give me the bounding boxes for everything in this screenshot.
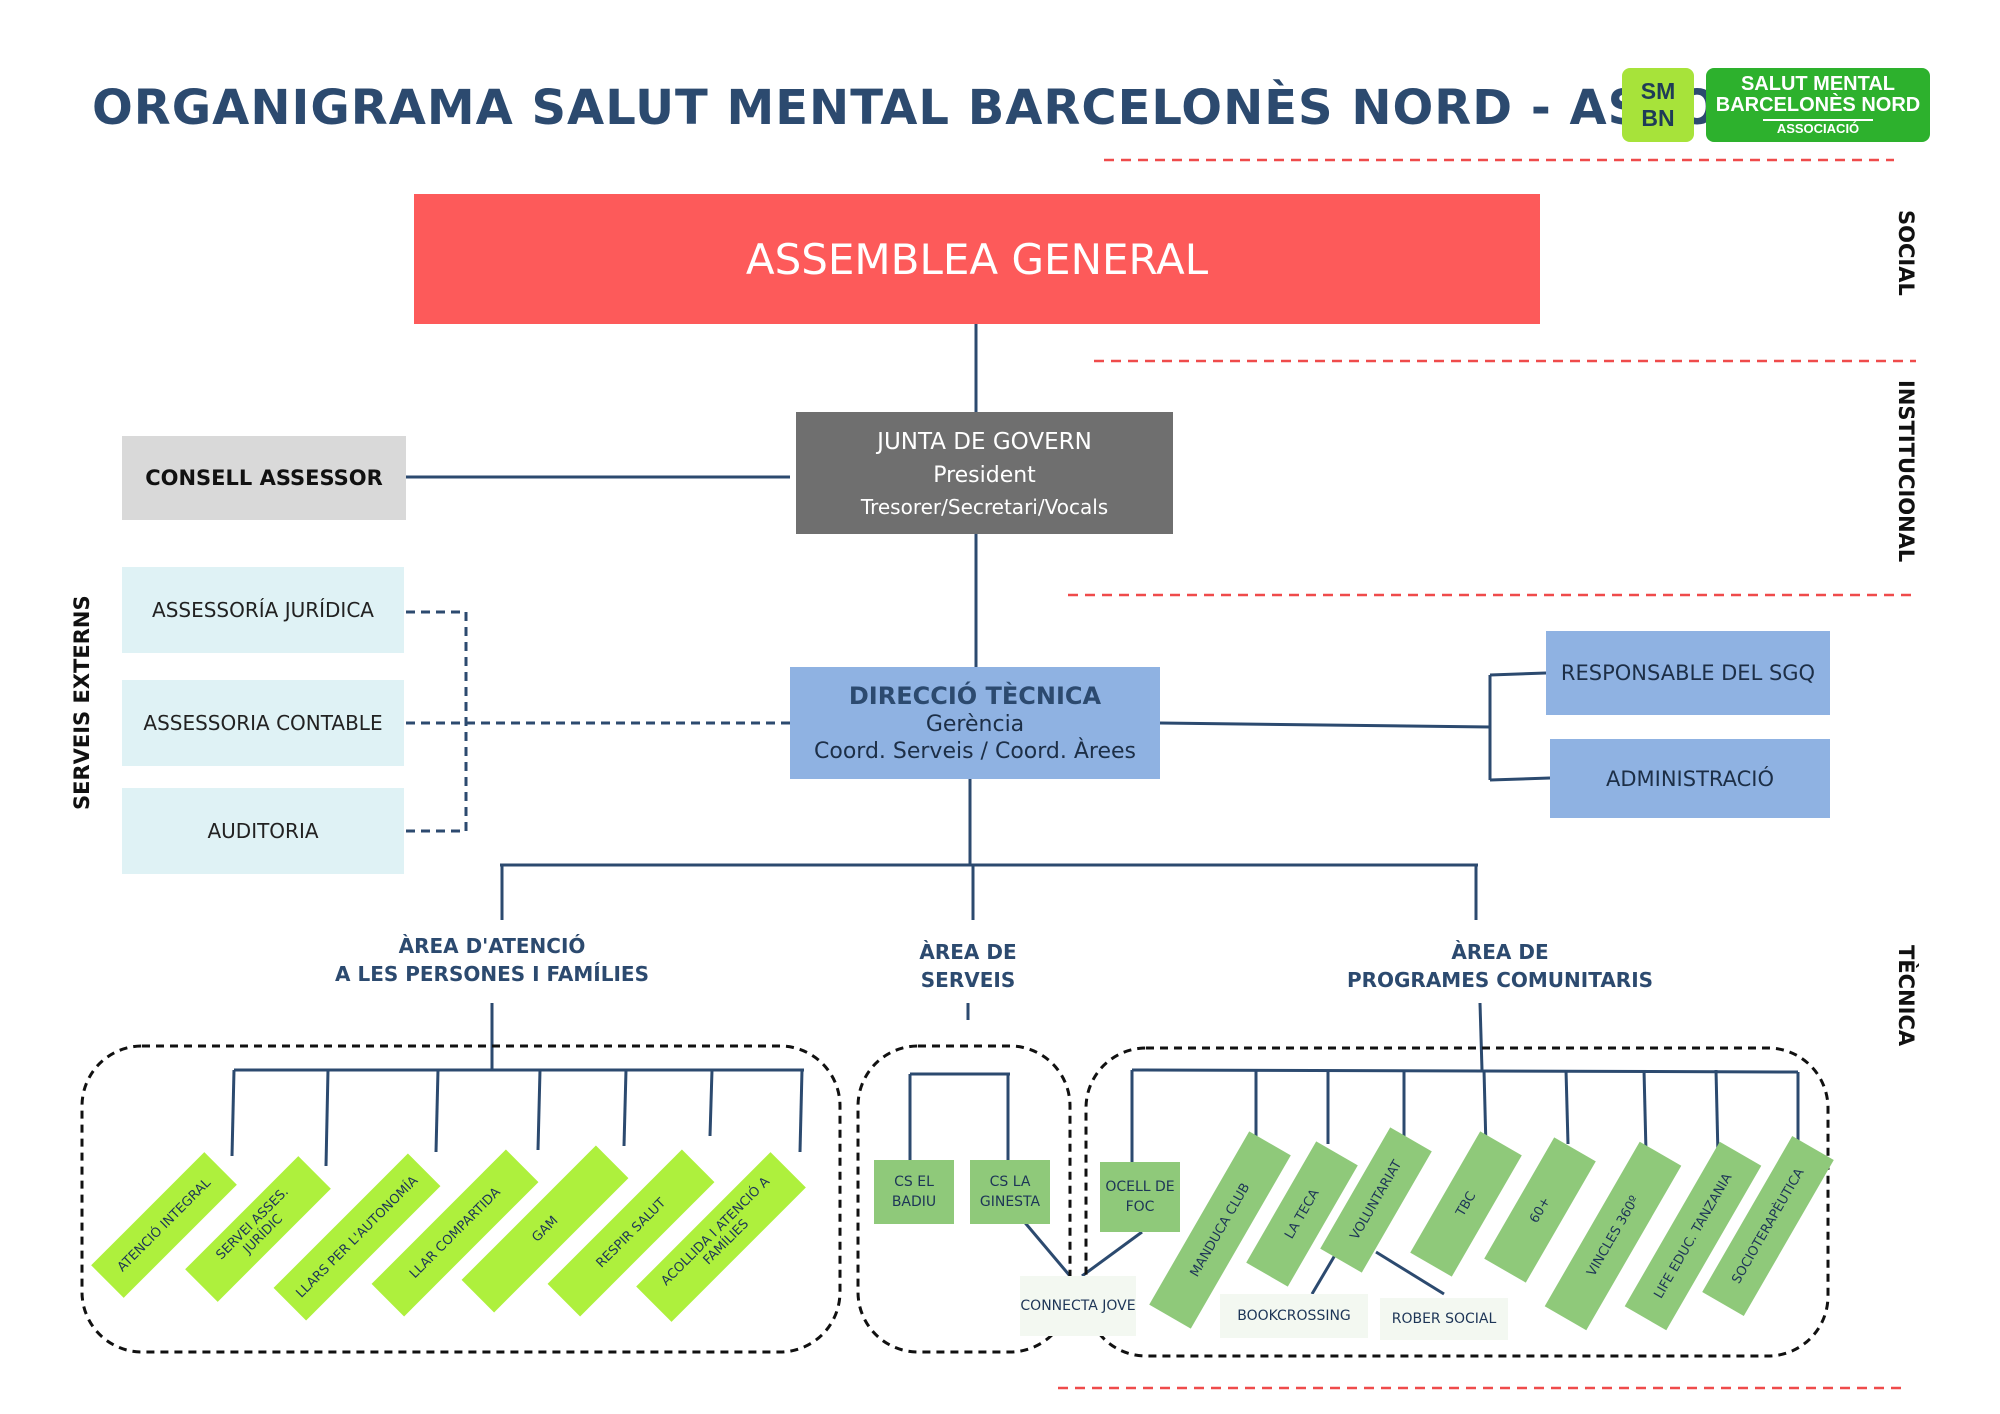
group-programes xyxy=(1084,1046,1830,1358)
item-bookcrossing: BOOKCROSSING xyxy=(1220,1294,1368,1338)
ext-assessoria-juridica: ASSESSORÍA JURÍDICA xyxy=(122,567,404,653)
serveis-externs-label: SERVEIS EXTERNS xyxy=(70,595,94,810)
responsable-sgq-box: RESPONSABLE DEL SGQ xyxy=(1546,631,1830,715)
administracio-box: ADMINISTRACIÓ xyxy=(1550,739,1830,818)
direccio-gerencia: Gerència xyxy=(925,712,1025,737)
junta-de-govern-box: JUNTA DE GOVERN President Tresorer/Secre… xyxy=(796,412,1173,534)
group-persones xyxy=(80,1044,842,1354)
item-cs-ginesta: CS LA GINESTA xyxy=(970,1160,1050,1224)
area-persones-line1: ÀREA D'ATENCIÓ xyxy=(398,934,586,958)
ext-auditoria: AUDITORIA xyxy=(122,788,404,874)
logo-line1: SALUT MENTAL xyxy=(1740,73,1896,95)
junta-members: Tresorer/Secretari/Vocals xyxy=(860,495,1109,519)
section-dividers xyxy=(1058,158,1916,1390)
item-rober-social: ROBER SOCIAL xyxy=(1380,1298,1508,1340)
area-serveis-heading: ÀREA DE SERVEIS xyxy=(878,938,1058,994)
area-groups xyxy=(80,1044,1830,1358)
area-programes-heading: ÀREA DE PROGRAMES COMUNITARIS xyxy=(1290,938,1710,994)
item-cs-badiu: CS EL BADIU xyxy=(874,1160,954,1224)
logo-line3: ASSOCIACIÓ xyxy=(1763,119,1873,137)
item-connecta-jove: CONNECTA JOVE xyxy=(1020,1276,1136,1336)
item-ocell-de-foc: OCELL DE FOC xyxy=(1100,1162,1180,1232)
area-programes-line1: ÀREA DE xyxy=(1451,940,1549,964)
area-serveis-line1: ÀREA DE xyxy=(919,940,1017,964)
logo-badge-line1: SM xyxy=(1640,78,1676,104)
direccio-title: DIRECCIÓ TÈCNICA xyxy=(848,682,1102,710)
area-programes-line2: PROGRAMES COMUNITARIS xyxy=(1346,968,1654,992)
level-tecnica: TÈCNICA xyxy=(1894,945,1918,1047)
group-serveis xyxy=(856,1044,1072,1354)
assemblea-general-box: ASSEMBLEA GENERAL xyxy=(414,194,1540,324)
ext-assessoria-contable: ASSESSORIA CONTABLE xyxy=(122,680,404,766)
logo-wordmark: SALUT MENTAL BARCELONÈS NORD ASSOCIACIÓ xyxy=(1706,68,1930,142)
logo-line2: BARCELONÈS NORD xyxy=(1715,94,1921,116)
junta-president: President xyxy=(933,463,1036,488)
direccio-tecnica-box: DIRECCIÓ TÈCNICA Gerència Coord. Serveis… xyxy=(790,667,1160,779)
logo-badge: SM BN xyxy=(1622,68,1694,142)
level-institucional: INSTITUCIONAL xyxy=(1894,380,1918,563)
area-serveis-line2: SERVEIS xyxy=(920,968,1016,992)
page-title: ORGANIGRAMA SALUT MENTAL BARCELONÈS NORD… xyxy=(92,80,1909,136)
logo-badge-line2: BN xyxy=(1641,105,1675,131)
junta-title: JUNTA DE GOVERN xyxy=(877,429,1092,455)
direccio-coord: Coord. Serveis / Coord. Àrees xyxy=(814,739,1136,764)
area-persones-heading: ÀREA D'ATENCIÓ A LES PERSONES I FAMÍLIES xyxy=(312,932,672,988)
level-social: SOCIAL xyxy=(1894,210,1918,296)
area-persones-line2: A LES PERSONES I FAMÍLIES xyxy=(335,962,649,986)
dashed-connectors xyxy=(406,610,790,833)
consell-assessor-box: CONSELL ASSESSOR xyxy=(122,436,406,520)
